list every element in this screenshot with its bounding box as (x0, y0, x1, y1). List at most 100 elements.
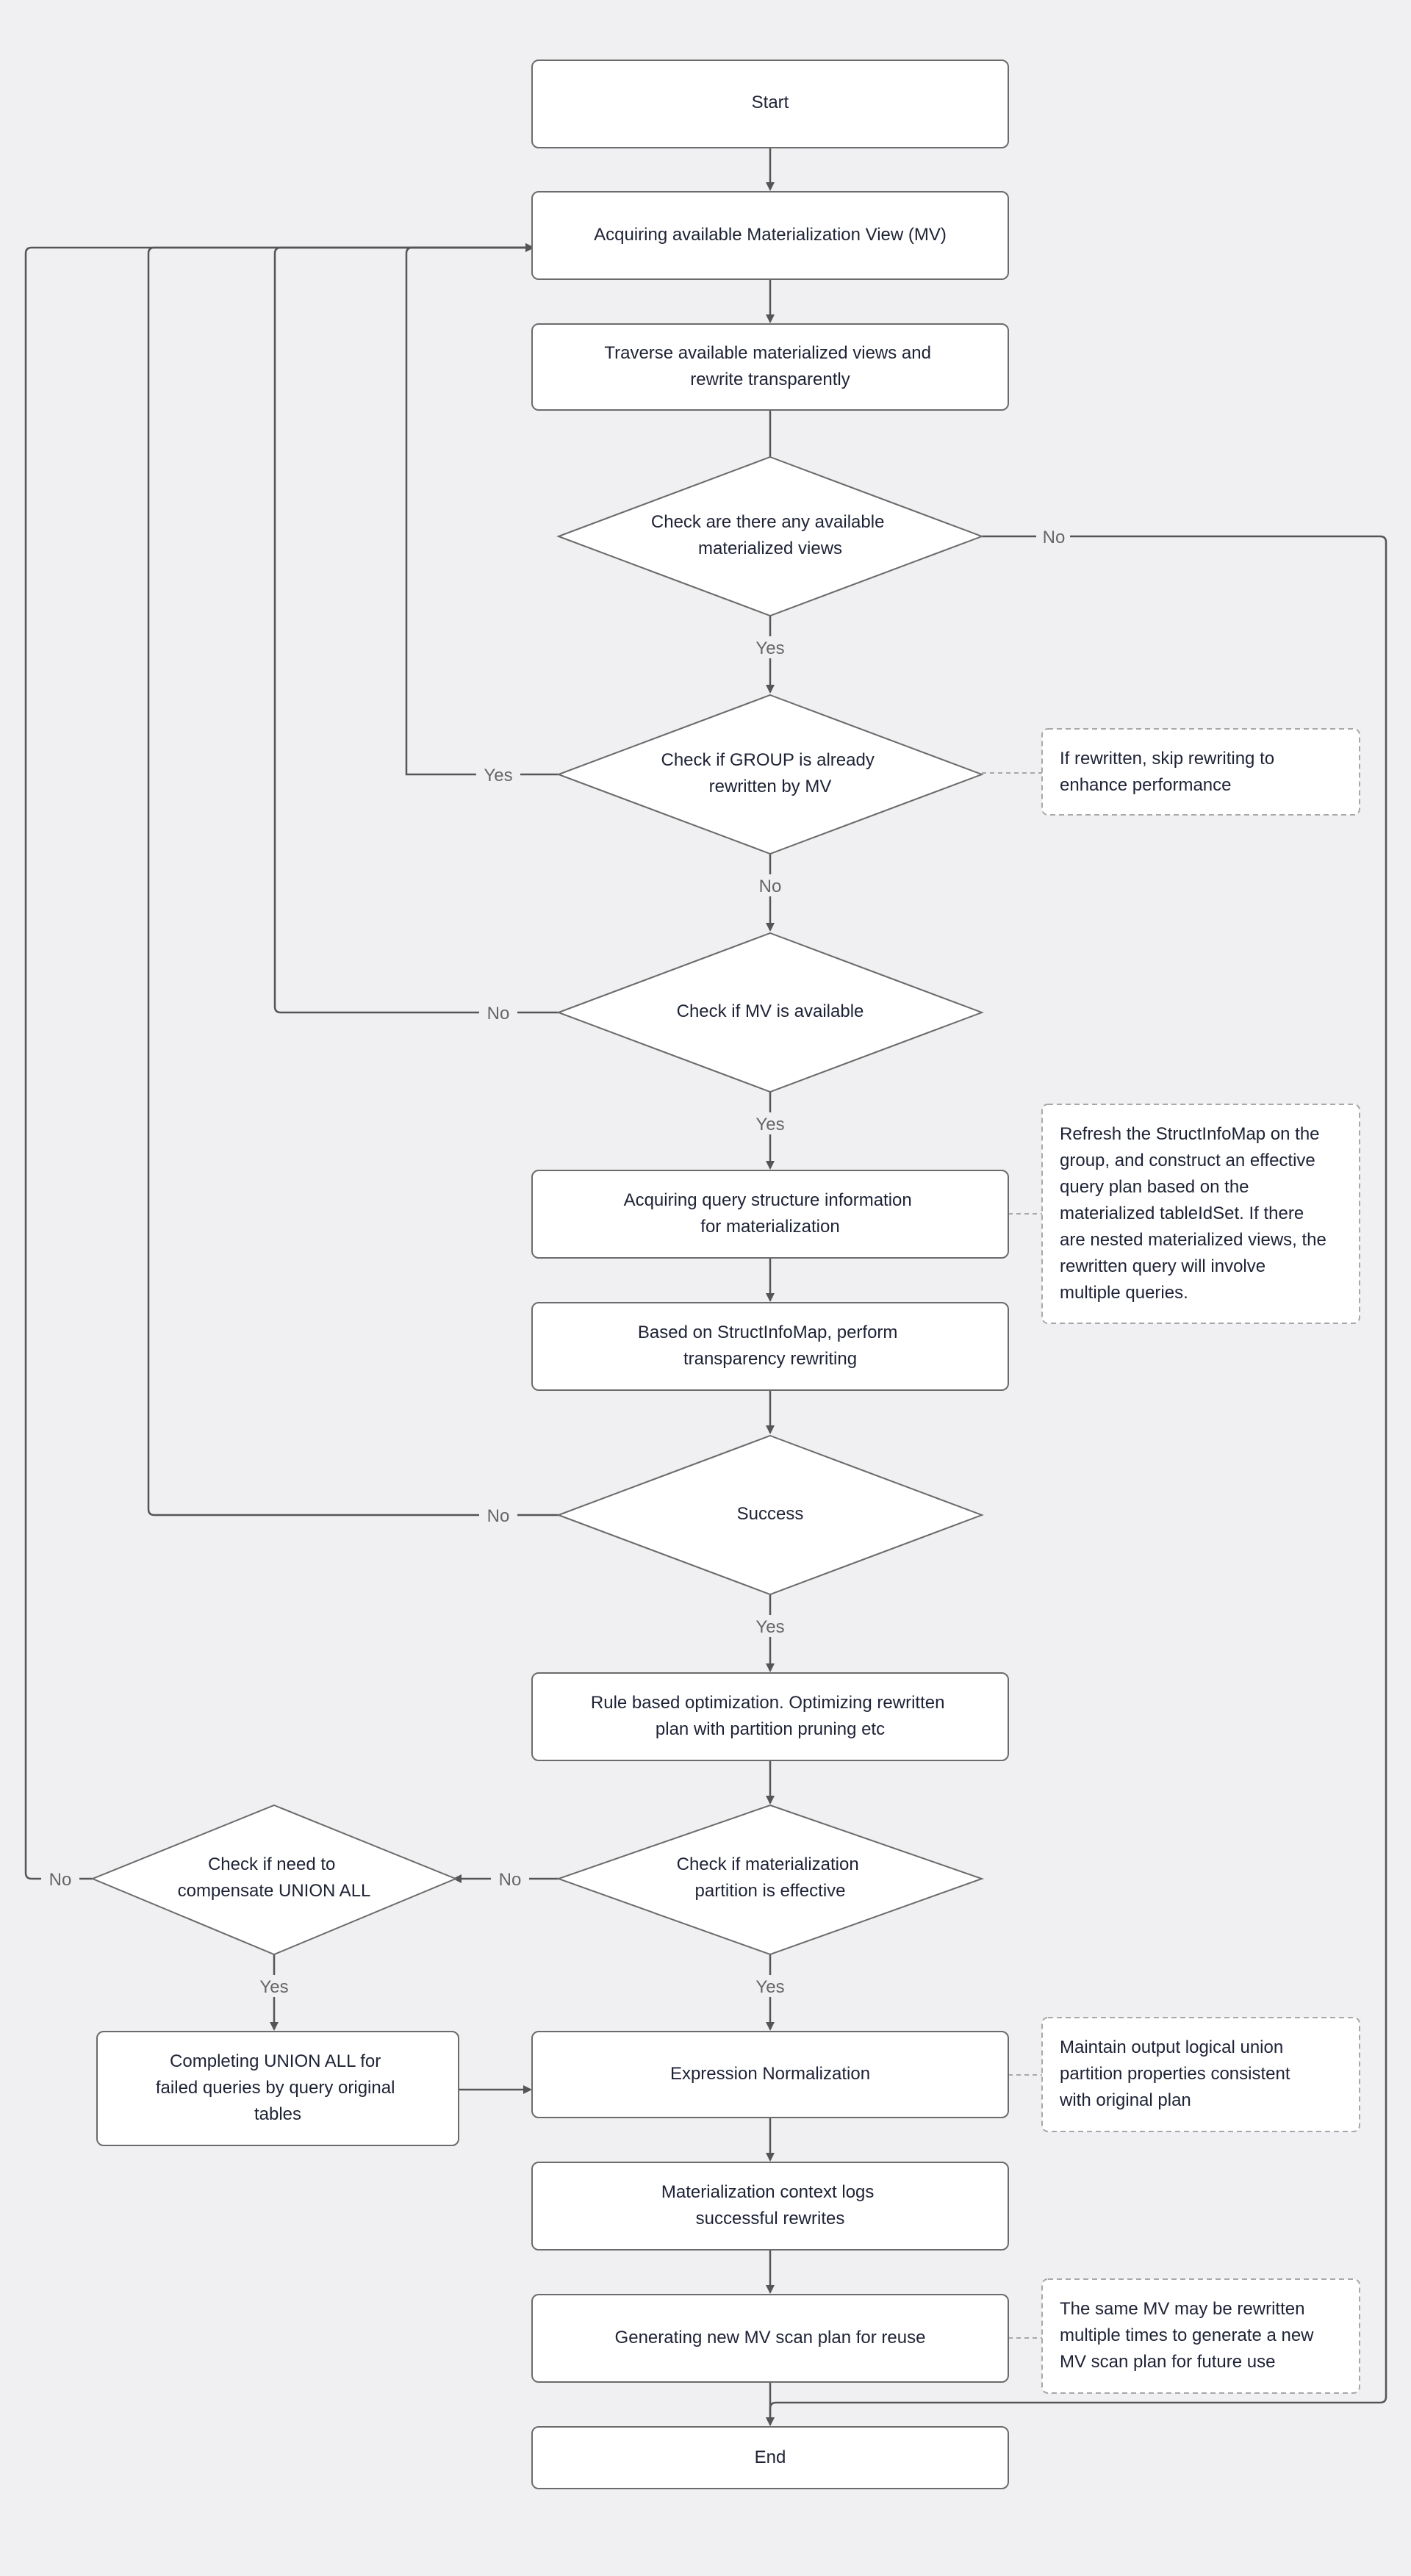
decision-success-line1: Success (737, 1504, 804, 1524)
node-start: Start (531, 60, 1009, 148)
edges (24, 148, 1387, 2426)
note-maintain-union: Maintain output logical union partition … (1041, 2017, 1360, 2132)
node-gen-scan: Generating new MV scan plan for reuse (531, 2294, 1009, 2383)
svg-text:Materialization context logs: Materialization context logs successful … (661, 2182, 879, 2228)
note-refresh-struct-line3: query plan based on the (1060, 1177, 1249, 1197)
notes: If rewritten, skip rewriting to enhance … (1041, 728, 1360, 2394)
decision-check-partition-line2: partition is effective (695, 1881, 846, 1901)
svg-text:Check are there any available: Check are there any available materializ… (651, 512, 889, 558)
label-group-yes: Yes (484, 766, 512, 785)
decision-check-union-line1: Check if need to (208, 1854, 335, 1874)
loop-union-no (24, 243, 534, 1880)
process-nodes: Start Acquiring available Materializatio… (96, 60, 1009, 2489)
svg-text:Rule based optimization. Optim: Rule based optimization. Optimizing rewr… (591, 1693, 949, 1739)
node-end-line1: End (755, 2447, 786, 2467)
svg-text:Maintain output logical union: Maintain output logical union partition … (1059, 2037, 1295, 2110)
edge-labels: No Yes Yes No No Yes No Yes No Yes No Ye… (41, 525, 1070, 1997)
node-acquire-struct: Acquiring query structure information fo… (531, 1170, 1009, 1259)
node-traverse-line2: rewrite transparently (690, 370, 850, 389)
decision-check-available: Check are there any available materializ… (556, 456, 984, 617)
edge-available-no-end (766, 535, 1387, 2426)
note-same-mv-line2: multiple times to generate a new (1060, 2325, 1314, 2345)
note-same-mv: The same MV may be rewritten multiple ti… (1041, 2278, 1360, 2394)
label-group-no: No (759, 877, 782, 896)
decision-check-partition-line1: Check if materialization (677, 1854, 859, 1874)
decision-success: Success (556, 1434, 984, 1596)
decision-check-available-line2: materialized views (698, 539, 842, 558)
note-same-mv-line3: MV scan plan for future use (1060, 2352, 1275, 2372)
decision-check-union-line2: compensate UNION ALL (178, 1881, 371, 1901)
note-maintain-union-line2: partition properties consistent (1060, 2064, 1290, 2084)
svg-text:Completing UNION ALL for: Completing UNION ALL for failed queries … (156, 2051, 400, 2124)
node-acquire-mv: Acquiring available Materialization View… (531, 191, 1009, 280)
svg-text:Refresh the StructInfoMap on t: Refresh the StructInfoMap on the group, … (1060, 1124, 1332, 1303)
label-partition-yes: Yes (755, 1977, 784, 1997)
node-rbo: Rule based optimization. Optimizing rewr… (531, 1672, 1009, 1761)
svg-text:Based on StructInfoMap, perfor: Based on StructInfoMap, perform transpar… (638, 1323, 902, 1369)
decision-check-group-line2: rewritten by MV (709, 777, 832, 796)
svg-text:Check if MV is available: Check if MV is available (677, 1001, 864, 1021)
node-context-logs: Materialization context logs successful … (531, 2162, 1009, 2251)
label-partition-no: No (499, 1870, 522, 1890)
note-refresh-struct-line4: materialized tableIdSet. If there (1060, 1204, 1304, 1223)
svg-text:Acquiring query structure info: Acquiring query structure information fo… (624, 1190, 917, 1237)
svg-text:If rewritten, skip rewriting t: If rewritten, skip rewriting to enhance … (1060, 749, 1279, 795)
label-mv-available-no: No (487, 1004, 510, 1023)
note-refresh-struct-line6: rewritten query will involve (1060, 1256, 1265, 1276)
svg-text:Acquiring available Materializ: Acquiring available Materialization View… (594, 225, 947, 245)
node-expr-norm-line1: Expression Normalization (670, 2064, 870, 2084)
node-traverse: Traverse available materialized views an… (531, 323, 1009, 411)
node-acquire-struct-line1: Acquiring query structure information (624, 1190, 912, 1210)
note-skip-rewrite-line2: enhance performance (1060, 775, 1231, 795)
node-traverse-line1: Traverse available materialized views an… (604, 343, 931, 363)
node-context-logs-line2: successful rewrites (696, 2209, 845, 2228)
svg-text:Check if need to compe: Check if need to compensate UNION ALL (178, 1854, 371, 1901)
note-skip-rewrite: If rewritten, skip rewriting to enhance … (1041, 728, 1360, 816)
note-refresh-struct-line5: are nested materialized views, the (1060, 1230, 1326, 1250)
svg-text:Success: Success (737, 1504, 804, 1524)
label-success-no: No (487, 1506, 510, 1526)
loop-success-no (147, 243, 559, 1517)
note-refresh-struct-line7: multiple queries. (1060, 1283, 1188, 1303)
node-struct-rewrite: Based on StructInfoMap, perform transpar… (531, 1302, 1009, 1391)
decision-check-group: Check if GROUP is already rewritten by M… (556, 694, 984, 855)
svg-text:Expression Normalization: Expression Normalization (670, 2064, 870, 2084)
decision-check-mv-available: Check if MV is available (556, 932, 984, 1093)
decision-nodes: Check are there any available materializ… (90, 456, 985, 1956)
decision-check-union: Check if need to compensate UNION ALL (90, 1804, 458, 1956)
note-maintain-union-line1: Maintain output logical union (1060, 2037, 1283, 2057)
node-acquire-mv-line1: Acquiring available Materialization View… (594, 225, 947, 245)
decision-check-partition: Check if materialization partition is ef… (556, 1804, 985, 1956)
note-refresh-struct-line1: Refresh the StructInfoMap on the (1060, 1124, 1320, 1144)
node-end: End (531, 2426, 1009, 2489)
node-gen-scan-line1: Generating new MV scan plan for reuse (615, 2328, 926, 2347)
svg-text:Start: Start (752, 93, 789, 112)
label-available-yes: Yes (755, 638, 784, 658)
svg-text:The same MV may be rewritten: The same MV may be rewritten multiple ti… (1060, 2299, 1318, 2372)
svg-text:Traverse available materialize: Traverse available materialized views an… (604, 343, 936, 389)
decision-check-group-line1: Check if GROUP is already (661, 750, 875, 770)
node-start-line1: Start (752, 93, 789, 112)
node-complete-union-line2: failed queries by query original (156, 2078, 395, 2098)
node-acquire-struct-line2: for materialization (700, 1217, 839, 1237)
note-refresh-struct-line2: group, and construct an effective (1060, 1151, 1315, 1170)
svg-text:Check if materialization: Check if materialization partition is ef… (677, 1854, 864, 1901)
node-complete-union-line3: tables (254, 2104, 301, 2124)
node-rbo-line2: plan with partition pruning etc (656, 1719, 885, 1739)
decision-check-available-line1: Check are there any available (651, 512, 885, 532)
node-complete-union: Completing UNION ALL for failed queries … (96, 2031, 459, 2146)
node-complete-union-line1: Completing UNION ALL for (170, 2051, 381, 2071)
node-struct-rewrite-line2: transparency rewriting (683, 1349, 857, 1369)
note-refresh-struct: Refresh the StructInfoMap on the group, … (1041, 1104, 1360, 1324)
note-same-mv-line1: The same MV may be rewritten (1060, 2299, 1304, 2319)
node-rbo-line1: Rule based optimization. Optimizing rewr… (591, 1693, 945, 1713)
svg-text:Generating new MV scan plan fo: Generating new MV scan plan for reuse (615, 2328, 926, 2347)
note-skip-rewrite-line1: If rewritten, skip rewriting to (1060, 749, 1274, 769)
label-available-no: No (1043, 528, 1066, 547)
label-success-yes: Yes (755, 1617, 784, 1637)
note-maintain-union-line3: with original plan (1059, 2090, 1191, 2110)
node-context-logs-line1: Materialization context logs (661, 2182, 874, 2202)
label-union-no: No (49, 1870, 72, 1890)
label-union-yes: Yes (259, 1977, 288, 1997)
